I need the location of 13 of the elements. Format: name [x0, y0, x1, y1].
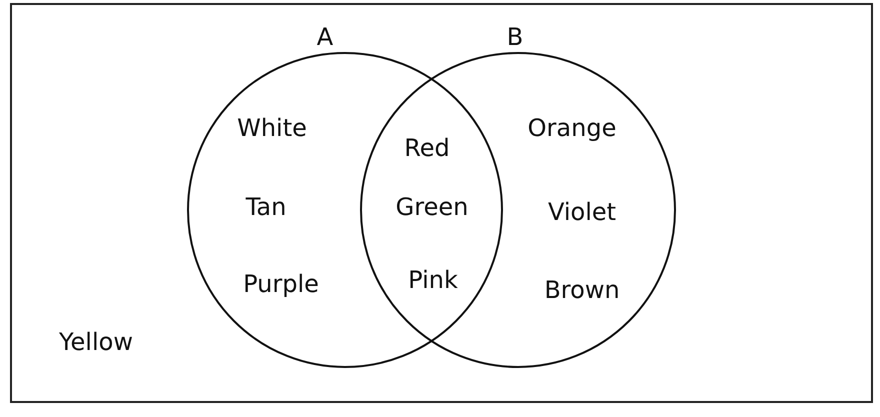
- set-name-label: B: [506, 23, 524, 51]
- set-member-label: White: [237, 114, 307, 142]
- outside-member-label: Yellow: [59, 328, 133, 356]
- set-member-label: Orange: [528, 114, 616, 142]
- intersection-member-label: Pink: [408, 266, 458, 294]
- set-name-label: A: [316, 23, 334, 51]
- set-member-label: Violet: [548, 198, 616, 226]
- set-member-label: Tan: [246, 193, 286, 221]
- intersection-member-label: Green: [396, 193, 468, 221]
- set-member-label: Purple: [243, 270, 319, 298]
- set-member-label: Brown: [544, 276, 620, 304]
- intersection-member-label: Red: [404, 134, 450, 162]
- universal-set-box: [10, 3, 873, 403]
